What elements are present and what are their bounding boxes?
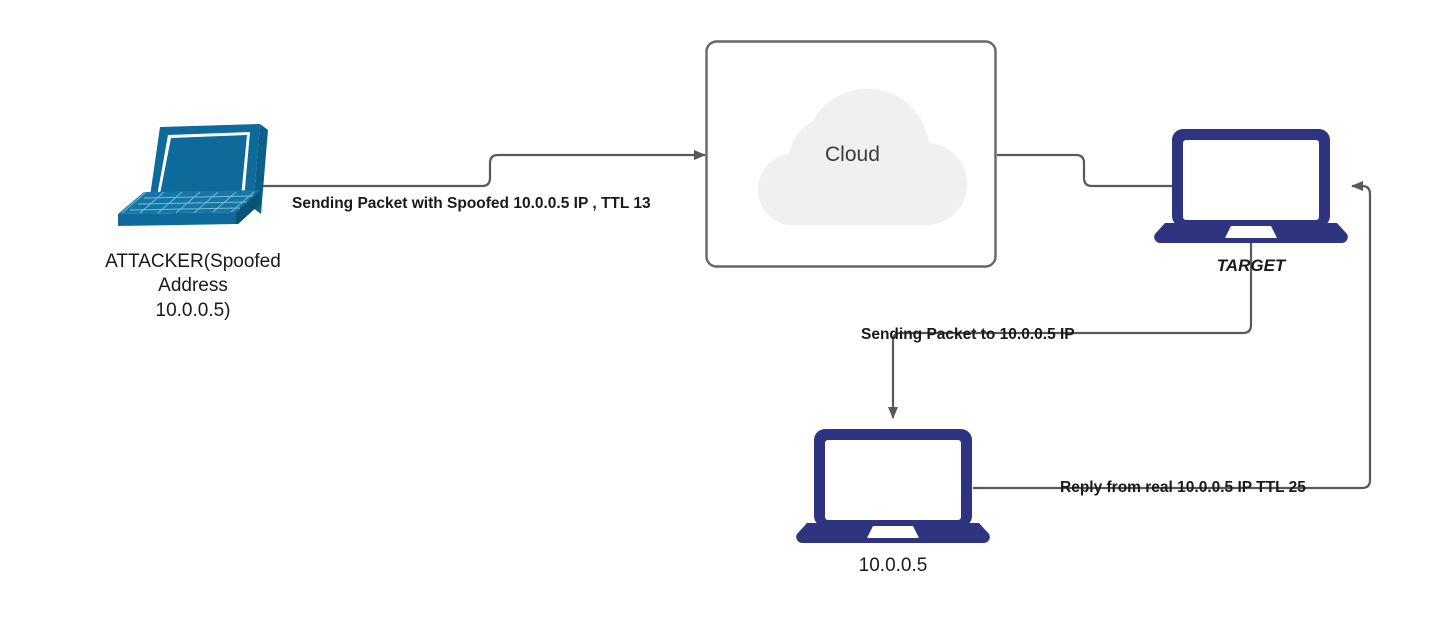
edge-cloud-to-target — [997, 153, 1172, 188]
node-target-label: TARGET — [1216, 256, 1286, 275]
node-attacker[interactable] — [108, 122, 270, 232]
laptop-clipart-icon — [116, 124, 268, 232]
node-victim-label: 10.0.0.5 — [858, 555, 928, 576]
node-attacker-label: ATTACKER(Spoofed Address 10.0.0.5) — [105, 251, 281, 321]
edge-label-attacker-to-cloud: Sending Packet with Spoofed 10.0.0.5 IP … — [292, 195, 651, 212]
edge-victim-to-target — [973, 181, 1372, 490]
cloud-icon — [705, 40, 997, 268]
laptop-icon — [1154, 129, 1348, 243]
edge-label-target-to-victim: Sending Packet to 10.0.0.5 IP — [861, 326, 1075, 343]
edge-attacker-to-cloud — [263, 150, 706, 188]
node-cloud-label: Cloud — [825, 143, 880, 166]
edge-label-victim-to-target: Reply from real 10.0.0.5 IP TTL 25 — [1060, 479, 1306, 496]
edge-target-to-victim — [888, 240, 1253, 419]
node-target[interactable] — [1153, 127, 1349, 245]
node-victim[interactable] — [795, 427, 991, 545]
node-cloud[interactable] — [705, 40, 997, 268]
laptop-icon — [796, 429, 990, 543]
